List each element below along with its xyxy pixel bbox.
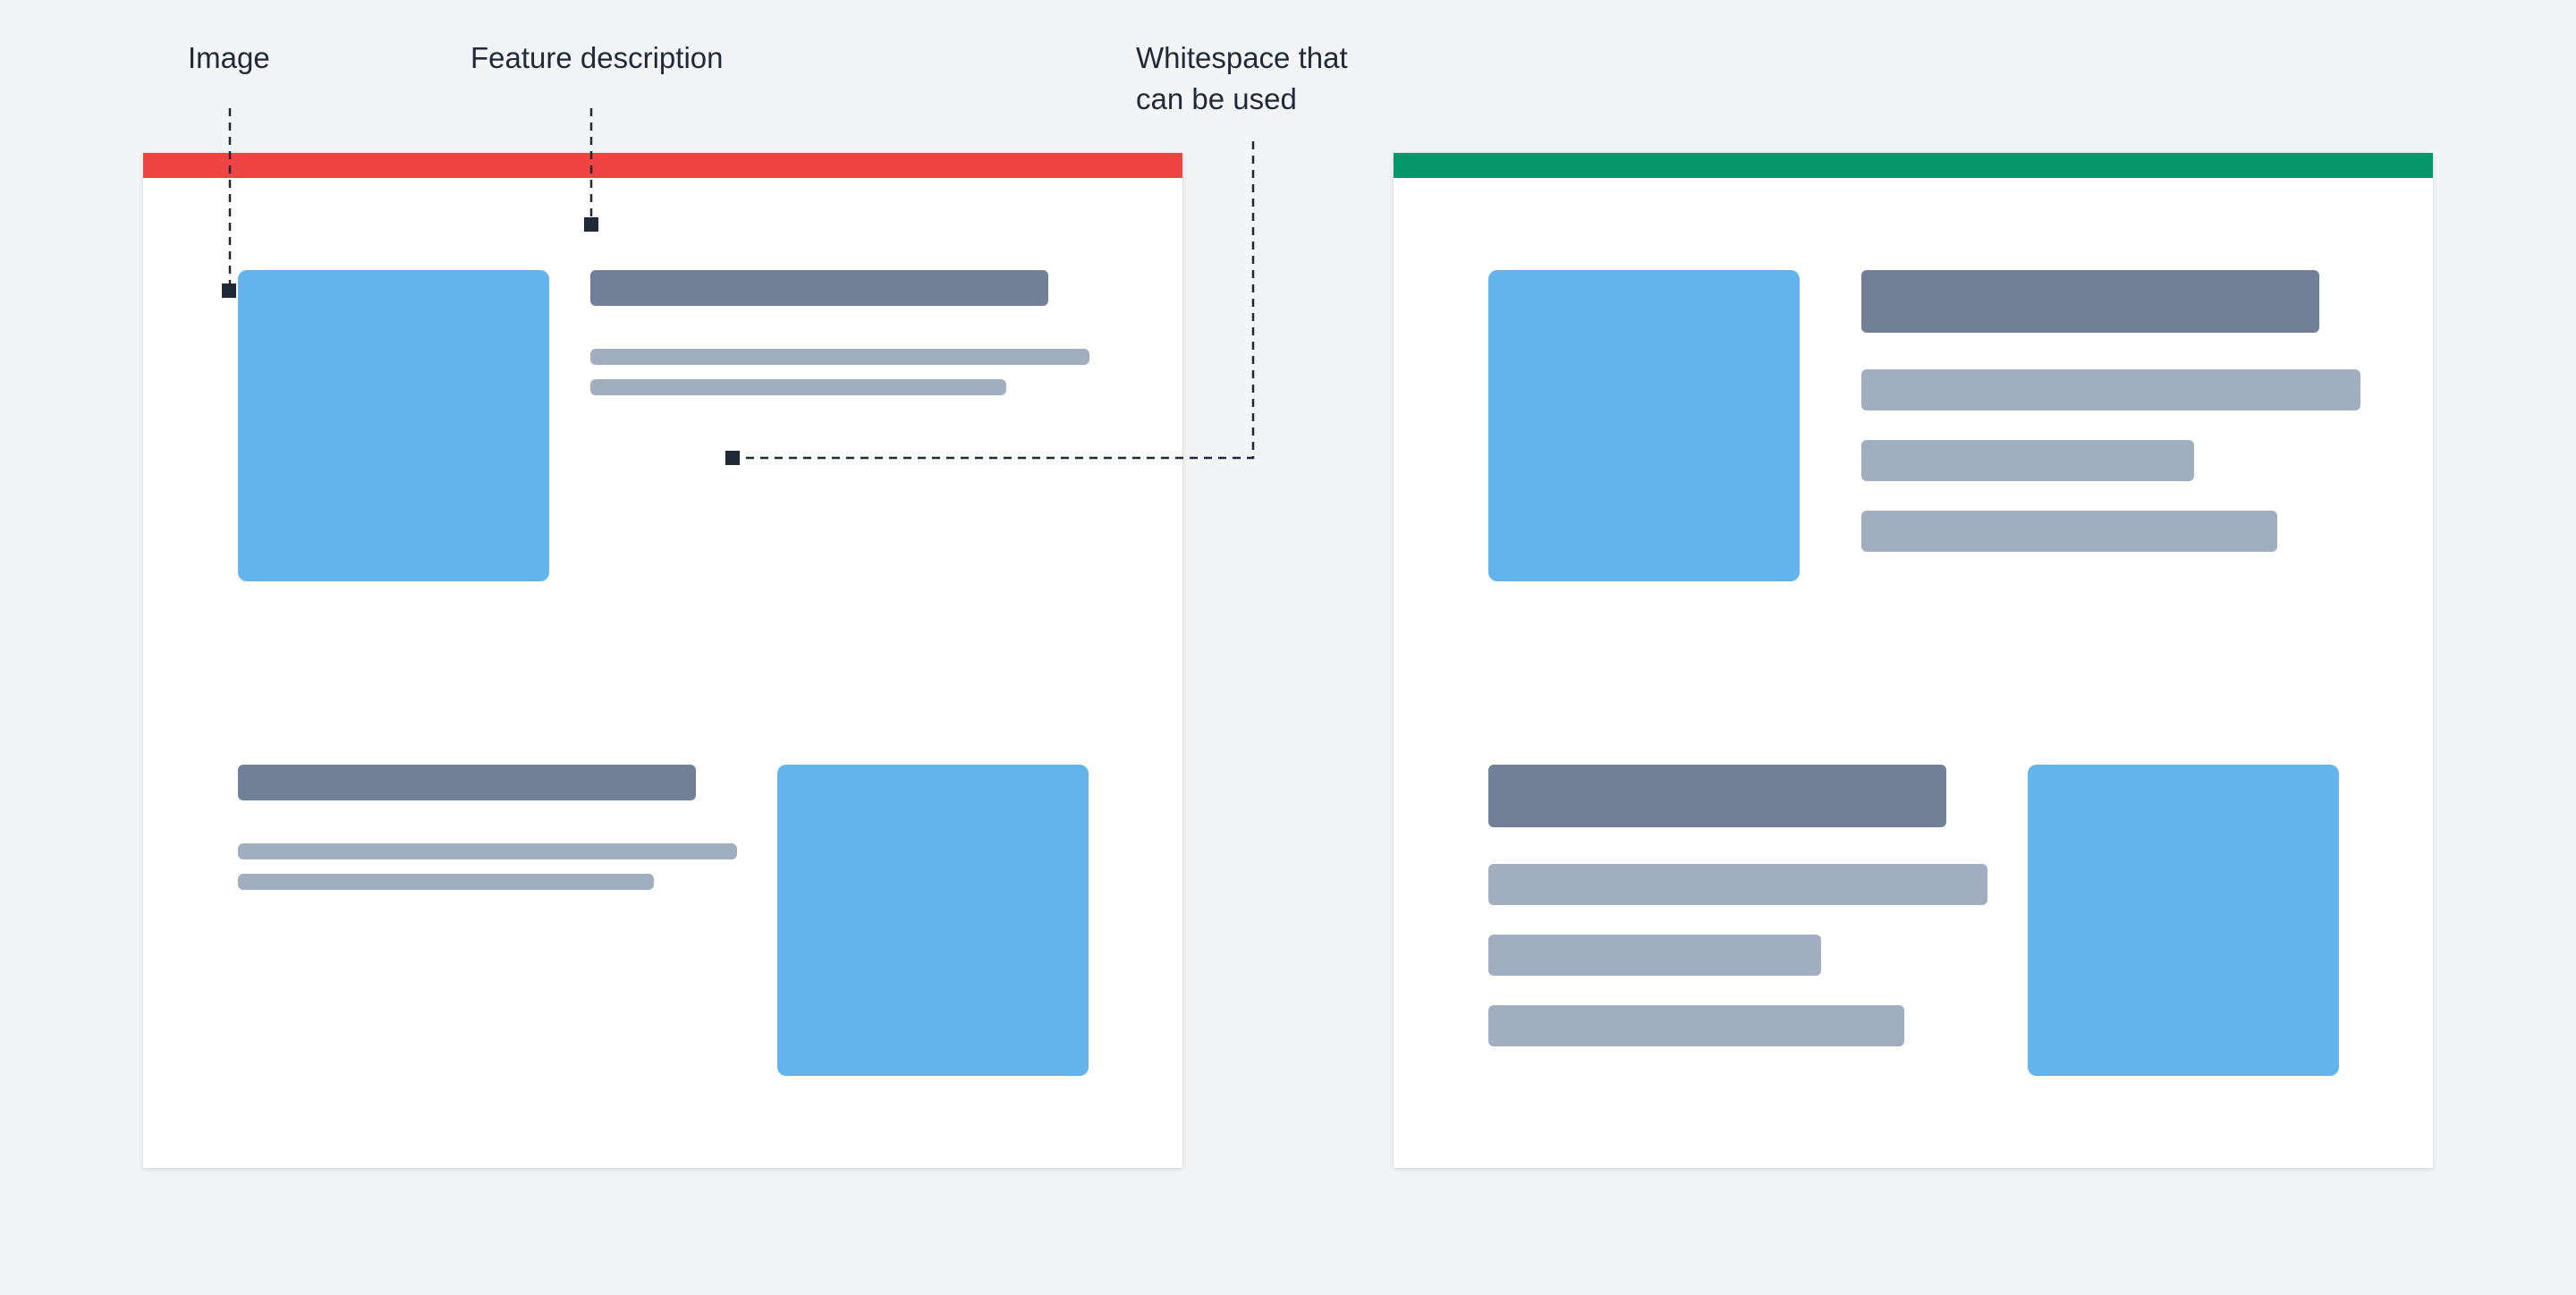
- whitespace-label: Whitespace that can be used: [1136, 38, 1348, 120]
- feature-text-line-bottom-2: [238, 874, 654, 890]
- feature-description-label: Feature description: [470, 41, 724, 74]
- feature-text-line-top-1: [590, 349, 1089, 365]
- cramped-layout-accent-bar: [143, 153, 1182, 178]
- feature-image-bottom: [2028, 765, 2339, 1076]
- feature-image-bottom: [777, 765, 1089, 1076]
- feature-text-line-top-3: [1861, 511, 2277, 552]
- whitespace-label-line-1: Whitespace that: [1136, 41, 1348, 74]
- feature-text-line-bottom-1: [238, 843, 737, 859]
- feature-text-line-top-2: [590, 379, 1006, 395]
- spacious-layout-accent-bar: [1394, 153, 2433, 178]
- image-label: Image: [188, 41, 270, 74]
- feature-image-top: [1488, 270, 1800, 581]
- feature-heading-bottom: [1488, 765, 1946, 827]
- feature-heading-top: [1861, 270, 2319, 333]
- whitespace-label-line-2: can be used: [1136, 82, 1297, 115]
- spacious-layout-card: [1394, 153, 2433, 1168]
- feature-text-line-bottom-1: [1488, 864, 1987, 905]
- square-marker-icon: [584, 217, 598, 232]
- cramped-layout-card: [143, 153, 1182, 1168]
- feature-image-top: [238, 270, 549, 581]
- feature-heading-bottom: [238, 765, 696, 800]
- feature-text-line-bottom-2: [1488, 935, 1821, 976]
- feature-heading-top: [590, 270, 1048, 306]
- square-marker-icon: [725, 451, 740, 465]
- feature-text-line-top-1: [1861, 369, 2360, 411]
- feature-text-line-bottom-3: [1488, 1005, 1904, 1046]
- square-marker-icon: [222, 284, 236, 298]
- feature-text-line-top-2: [1861, 440, 2194, 481]
